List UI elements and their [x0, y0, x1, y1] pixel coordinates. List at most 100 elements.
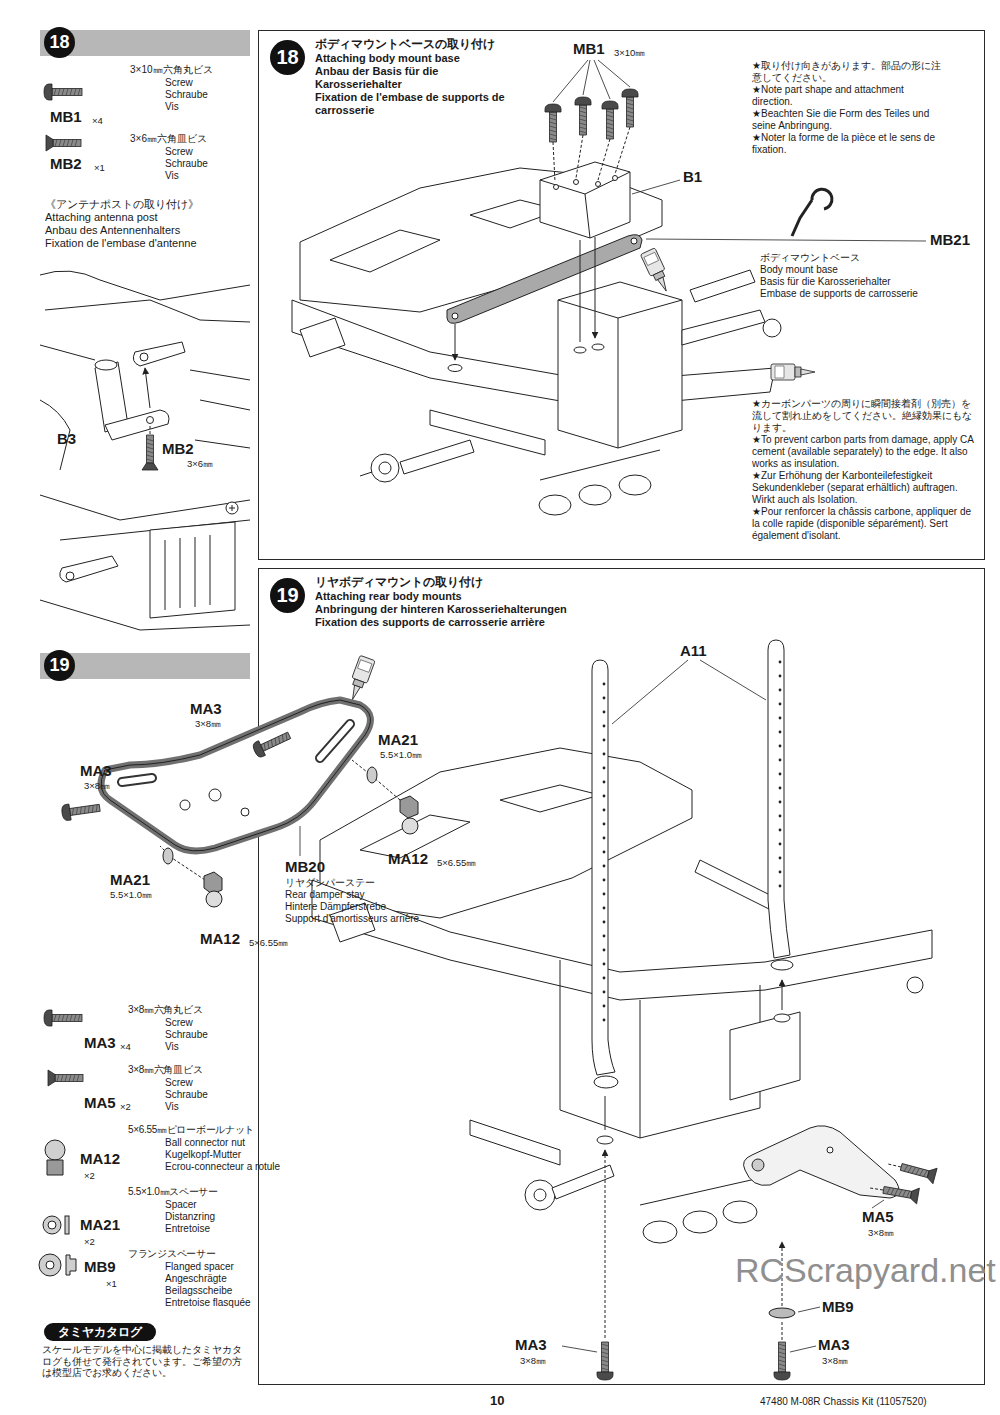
label-group: Entretoise flasquée — [165, 1297, 251, 1309]
part-size: 5.5×1.0㎜ — [380, 749, 422, 760]
label-group: B3 — [57, 430, 76, 448]
catalog-text: スケールモデルを中心に掲載したタミヤカタログも併せて発行されています。ご希望の方… — [40, 1344, 252, 1379]
chassis-drawing — [602, 101, 618, 139]
chassis-drawing — [603, 907, 606, 910]
label-group: 47480 M-08R Chassis Kit (11057520) — [760, 1396, 927, 1408]
chassis-drawing — [553, 127, 630, 182]
catalog-note: スケールモデルを中心に掲載したタミヤカタログも併せて発行されています。ご希望の方… — [42, 1344, 250, 1379]
label-group: MA3 — [80, 762, 112, 780]
part-description: Basis für die Karosseriehalter — [760, 276, 980, 288]
chassis-drawing — [300, 318, 345, 357]
chassis-detail-drawing — [165, 535, 210, 610]
label-group: MB1 — [50, 108, 82, 126]
part-description: Schraube — [165, 89, 208, 101]
part-code: MB9 — [84, 1258, 116, 1276]
chassis-drawing — [597, 1136, 613, 1144]
label-group: MA12 — [200, 930, 240, 948]
chassis-drawing — [592, 344, 604, 350]
part-size: 5×6.55㎜ — [437, 857, 476, 868]
watermark: RCScrapyard.net — [735, 1250, 996, 1290]
chassis-drawing — [779, 885, 782, 888]
chassis-drawing — [330, 200, 560, 272]
part-code: B1 — [683, 168, 702, 186]
label-group: 5.5×1.0㎜スペーサー — [128, 1186, 218, 1198]
part-description: Vis — [165, 101, 208, 113]
chassis-drawing — [603, 1019, 606, 1022]
part-description: Ecrou-connecteur a rotule — [165, 1161, 280, 1173]
chassis-drawing — [763, 319, 781, 337]
step-number: 18 — [270, 40, 305, 75]
part-description: Entretoise — [165, 1223, 215, 1235]
parts-icons — [46, 135, 81, 151]
parts-icons — [48, 1221, 56, 1229]
part-description: 3×10㎜六角丸ビス — [130, 64, 213, 76]
parts-icons — [65, 1216, 69, 1234]
label-group: ×2 — [84, 1236, 95, 1247]
label-group: MB9 — [84, 1258, 116, 1276]
chassis-drawing — [779, 829, 782, 832]
step-title-line: リヤボディマウントの取り付け — [315, 575, 655, 590]
label-group: B1 — [683, 168, 702, 186]
chassis-detail-drawing — [229, 505, 235, 511]
parts-icons — [48, 1070, 83, 1086]
label-group: 5×6.55㎜ — [437, 857, 476, 868]
chassis-drawing — [622, 89, 638, 127]
antenna-post-drawing — [147, 417, 154, 424]
chassis-drawing — [779, 801, 782, 804]
sub-step-title: Anbau des Antennenhalters — [45, 224, 199, 237]
label-group: ★カーボンパーツの周りに瞬間接着剤（別売）を流して割れ止めをしてください。絶縁効… — [752, 398, 977, 542]
caution-note: ★Noter la forme de la pièce et le sens d… — [752, 132, 942, 156]
caution-note: ★Note part shape and attachment directio… — [752, 84, 942, 108]
damper-stay-drawing — [352, 760, 400, 800]
part-description: Vis — [165, 1101, 208, 1113]
chassis-drawing — [882, 1182, 919, 1204]
step-number: 18 — [44, 27, 75, 58]
chassis-drawing — [640, 248, 673, 295]
part-code: MB1 — [50, 108, 82, 126]
damper-stay-drawing — [300, 826, 301, 856]
parts-icons — [39, 84, 83, 1276]
chassis-drawing — [779, 661, 782, 664]
chassis-drawing — [470, 1120, 560, 1165]
chassis-drawing — [779, 703, 782, 706]
part-description: 5×6.55㎜ピローボールナット — [128, 1124, 254, 1136]
step-header-bar: 19 — [40, 653, 250, 679]
part-description: Angeschrägte Beilagsscheibe — [165, 1273, 250, 1297]
label-group: MA12 — [388, 850, 428, 868]
label-group: MA5 — [862, 1208, 894, 1226]
damper-stay-drawing — [101, 700, 370, 851]
damper-stay-drawing — [101, 700, 370, 851]
chassis-drawing — [575, 97, 591, 135]
part-code: MA3 — [84, 1034, 116, 1052]
chassis-drawing — [540, 162, 630, 238]
chassis-drawing — [603, 725, 606, 728]
antenna-post-drawing — [105, 410, 169, 440]
label-group: 《アンテナポストの取り付け》Attaching antenna postAnba… — [45, 198, 199, 250]
caution-note: ★Beachten Sie die Form des Teiles und se… — [752, 108, 942, 132]
parts-icons — [47, 1160, 63, 1175]
parts-icons — [44, 1010, 82, 1026]
label-group: 5.5×1.0㎜ — [110, 889, 152, 900]
parts-icons — [39, 1254, 61, 1276]
part-code: MA3 — [190, 700, 222, 718]
antenna-post-drawing — [40, 345, 95, 360]
label-group: ×2 — [120, 1101, 131, 1112]
chassis-drawing — [292, 300, 775, 408]
step-title-line: Attaching rear body mounts — [315, 590, 655, 603]
step-title-line: Fixation des supports de carrosserie arr… — [315, 616, 655, 629]
chassis-drawing — [613, 176, 618, 181]
chassis-drawing — [723, 1201, 757, 1223]
step-title: ボディマウントベースの取り付けAttaching body mount base… — [315, 37, 525, 117]
chassis-detail-drawing — [226, 502, 238, 514]
sub-step-title: Fixation de l'embase d'antenne — [45, 237, 199, 250]
label-group: MB1 — [573, 40, 605, 58]
label-group: MB9 — [822, 1298, 854, 1316]
part-size: ×2 — [120, 1101, 131, 1112]
part-size: 3×8㎜ — [195, 718, 221, 729]
parts-icons — [45, 1140, 65, 1160]
damper-stay-drawing — [122, 724, 350, 782]
label-group: 3×8㎜ — [868, 1227, 894, 1238]
chassis-drawing — [792, 189, 832, 236]
chassis-drawing — [574, 180, 579, 185]
antenna-post-drawing — [145, 368, 150, 408]
